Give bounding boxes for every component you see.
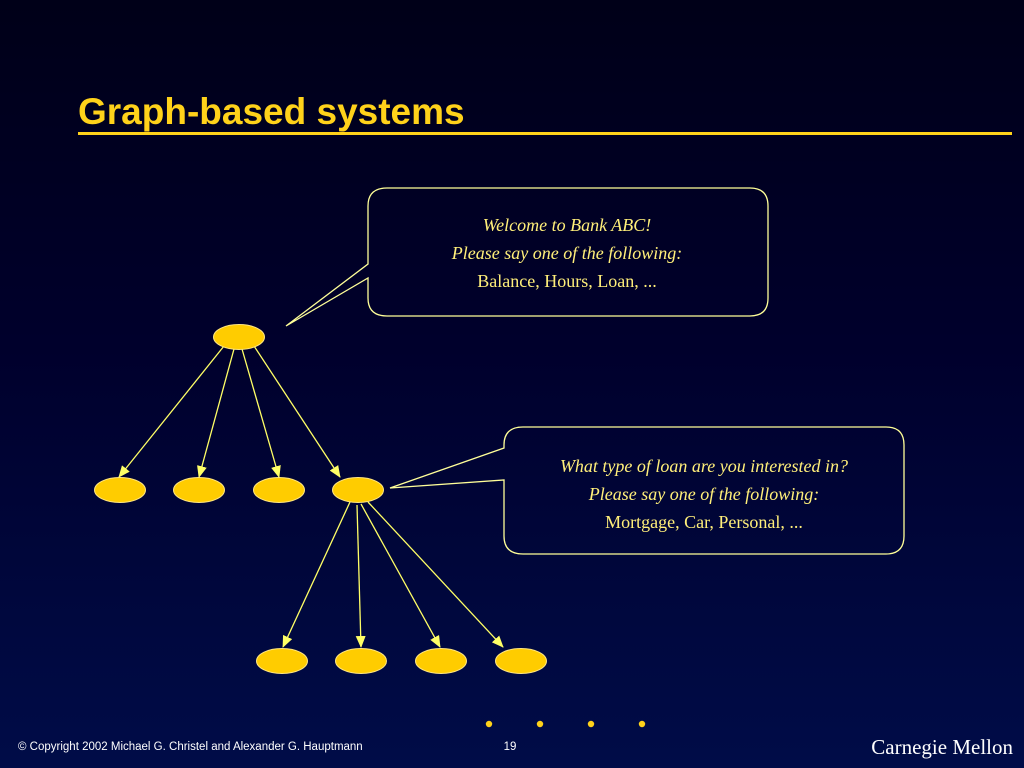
continuation-dot: [638, 720, 646, 728]
footer-brand-logo: Carnegie Mellon: [871, 735, 1013, 759]
edge-loan-to-car: [355, 504, 366, 648]
node-level3-1: [256, 648, 308, 674]
callout-bubble-welcome: [285, 187, 769, 327]
node-level2-loan: [332, 477, 384, 503]
continuation-dot: [485, 720, 493, 728]
edge-root-to-balance: [118, 345, 225, 478]
node-level2-3: [253, 477, 305, 503]
continuation-dot: [587, 720, 595, 728]
node-root: [213, 324, 265, 350]
callout-line: Welcome to Bank ABC!: [482, 215, 652, 235]
slide-title: Graph-based systems: [78, 91, 465, 132]
edge-root-to-loan: [253, 345, 341, 478]
edge-loan-to-personal: [360, 503, 441, 648]
node-level2-1: [94, 477, 146, 503]
node-level3-2: [335, 648, 387, 674]
continuation-dot: [536, 720, 544, 728]
callout-line: What type of loan are you interested in?: [559, 456, 849, 476]
edge-loan-to-mortgage: [282, 501, 351, 648]
node-level3-4: [495, 648, 547, 674]
edge-loan-to-option4: [367, 501, 504, 648]
title-underline: [78, 132, 1012, 135]
callout-bubble-loan-type: [389, 426, 905, 555]
node-level3-3: [415, 648, 467, 674]
callout-line: Balance, Hours, Loan, ...: [477, 271, 657, 291]
page-number: 19: [503, 741, 517, 753]
callout-welcome-text: Welcome to Bank ABC! Please say one of t…: [367, 211, 767, 295]
node-level2-2: [173, 477, 225, 503]
footer-copyright: © Copyright 2002 Michael G. Christel and…: [18, 741, 363, 753]
callout-line: Please say one of the following:: [588, 484, 820, 504]
edge-root-to-option3: [241, 348, 281, 478]
callout-line: Please say one of the following:: [451, 243, 683, 263]
callout-loan-type-text: What type of loan are you interested in?…: [504, 452, 904, 536]
edge-root-to-hours: [197, 348, 235, 478]
callout-line: Mortgage, Car, Personal, ...: [605, 512, 803, 532]
